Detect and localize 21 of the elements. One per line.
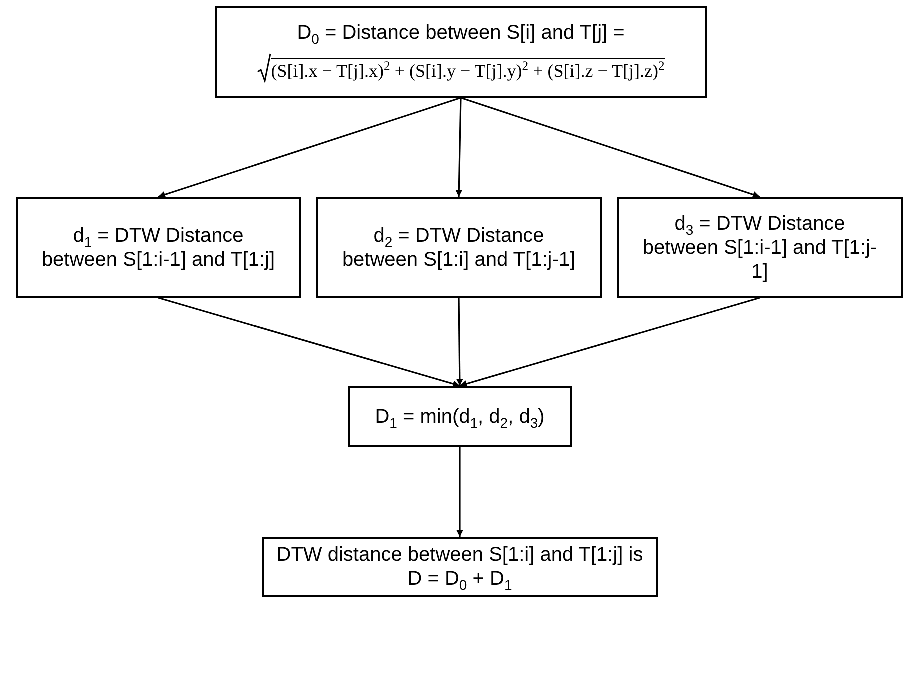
arrow (456, 98, 463, 198)
box-text: d$_{3}$ = DTW Distance between S[1:i-1] and T[1:j-1] (642, 212, 878, 284)
box-text: d$_{1}$ = DTW Distance between S[1:i-1] and T[1:j] (40, 224, 276, 272)
formula-text: (S[i].x − T[j].x)$^{2}$ + (S[i].y − T[j].y)$^{2}$ + (S[i].z − T[j].z)$^{2}$ (271, 58, 665, 83)
arrow (158, 97, 462, 198)
box-text: D$_{0}$ = Distance between S[i] and T[j] = (296, 21, 626, 45)
box-text: D = D$_{0}$ + D$_{1}$ (406, 567, 514, 591)
arrow (460, 297, 760, 388)
process-box (316, 197, 602, 298)
arrow (460, 97, 760, 198)
arrow (456, 298, 464, 386)
box-text: DTW distance between S[1:i] and T[1:j] is (276, 543, 644, 567)
box-text: D$_{1}$ = min(d$_{1}$, d$_{2}$, d$_{3}$) (374, 404, 546, 428)
process-box (617, 197, 903, 298)
arrow (456, 447, 464, 537)
process-box (16, 197, 301, 298)
arrow (158, 297, 460, 388)
process-box (348, 386, 572, 447)
process-box (215, 6, 707, 98)
box-text: d$_{2}$ = DTW Distance between S[1:i] and T[1:j-1] (341, 224, 577, 272)
process-box (262, 537, 658, 597)
